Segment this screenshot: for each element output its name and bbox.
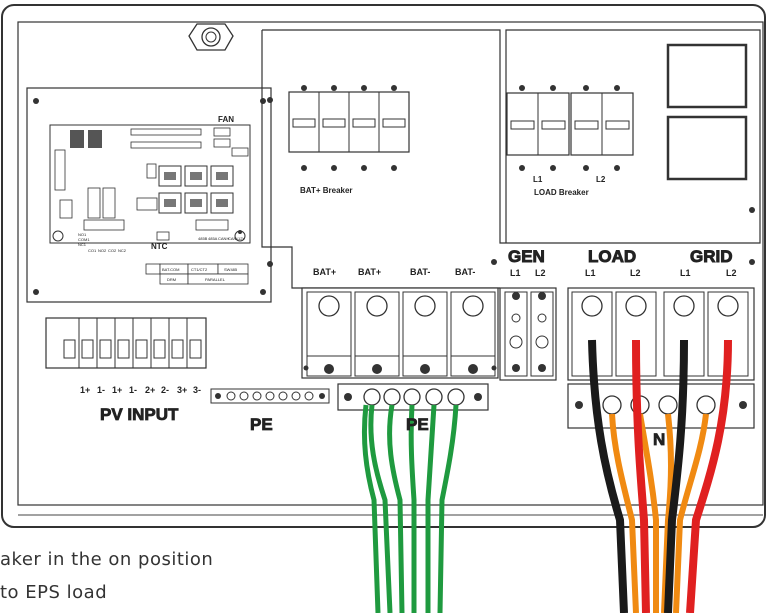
grid-l1: L1 [680, 268, 691, 278]
pv-terminal-1: 1+ [80, 385, 90, 395]
pe-busbar-label: PE [406, 415, 429, 434]
gen-terminal-blocks [499, 287, 557, 381]
ground-wires [361, 404, 459, 613]
fan-label: FAN [218, 115, 234, 124]
bat-terminal-4: BAT- [455, 267, 475, 277]
ac-group-grid: GRID [690, 247, 733, 266]
load-breaker-l2: L2 [596, 175, 606, 184]
load-breaker-l1: L1 [533, 175, 543, 184]
pv-terminal-5: 2+ [145, 385, 155, 395]
ntc-label: NTC [151, 242, 168, 251]
rj-label-1: 485B [198, 236, 208, 241]
dip-label-1: NO1 [78, 232, 87, 237]
bat-terminal-blocks [301, 287, 499, 379]
port-box-parallel: PARALLEL [205, 277, 226, 282]
caption-line-1: aker in the on position [0, 549, 214, 570]
dip-label-6: CO2 [108, 248, 117, 253]
display-window-top [666, 43, 748, 109]
pv-terminal-4: 1- [129, 385, 137, 395]
load-breaker-label: LOAD Breaker [534, 188, 589, 197]
pv-terminal-3: 1+ [112, 385, 122, 395]
dip-label-5: NO2 [98, 248, 107, 253]
bat-terminal-2: BAT+ [358, 267, 381, 277]
neutral-label: N [653, 430, 665, 449]
dip-label-3: NC1 [78, 242, 87, 247]
port-box-sw485: SW485 [224, 267, 238, 272]
pv-terminal-8: 3- [193, 385, 201, 395]
cable-gland [188, 23, 234, 51]
rj-label-3: CANH [218, 236, 229, 241]
line-wires [588, 339, 732, 613]
pv-input-label: PV INPUT [100, 405, 179, 424]
dip-label-2: COM1 [78, 237, 90, 242]
dip-label-7: NC2 [118, 248, 127, 253]
rj-label-5: 12V [238, 236, 245, 241]
port-box-drm: DRM [167, 277, 176, 282]
pv-terminal-6: 2- [161, 385, 169, 395]
gen-l2: L2 [535, 268, 546, 278]
rj-label-4: CANL [228, 236, 239, 241]
ac-group-gen: GEN [508, 247, 545, 266]
port-label-boxes [145, 263, 249, 285]
caption-line-2: to EPS load [0, 582, 108, 603]
dip-label-4: CO1 [88, 248, 97, 253]
display-window-bottom [666, 115, 748, 181]
load-l1: L1 [585, 268, 596, 278]
ac-group-load: LOAD [588, 247, 636, 266]
pv-terminal-2: 1- [97, 385, 105, 395]
pe-terminal-strip [210, 388, 330, 404]
neutral-wires [609, 413, 709, 613]
port-box-ct: CT1/CT2 [191, 267, 208, 272]
bat-breaker [288, 85, 410, 171]
bat-breaker-label: BAT+ Breaker [300, 186, 353, 195]
pcb-plate [26, 87, 272, 303]
grid-l2: L2 [726, 268, 737, 278]
load-l2: L2 [630, 268, 641, 278]
bat-terminal-1: BAT+ [313, 267, 336, 277]
pe-strip-label: PE [250, 415, 273, 434]
load-breaker [506, 85, 634, 171]
rj-label-2: 485A [208, 236, 218, 241]
pv-terminal-7: 3+ [177, 385, 187, 395]
bat-terminal-3: BAT- [410, 267, 430, 277]
gen-l1: L1 [510, 268, 521, 278]
port-box-bat-com: BAT.COM [162, 267, 179, 272]
pv-input-connectors [45, 317, 207, 369]
